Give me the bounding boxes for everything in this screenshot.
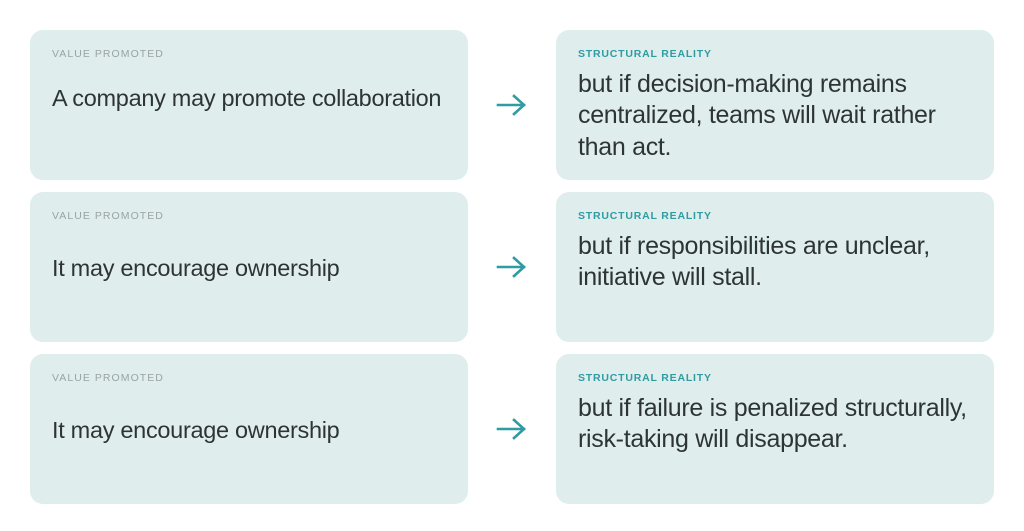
row-connector [468, 192, 556, 342]
row-connector [468, 30, 556, 180]
value-promoted-card[interactable]: VALUE PROMOTED A company may promote col… [30, 30, 468, 180]
structural-reality-text: but if failure is penalized structurally… [578, 393, 967, 454]
structural-reality-card[interactable]: STRUCTURAL REALITY but if failure is pen… [556, 354, 994, 504]
structural-reality-card[interactable]: STRUCTURAL REALITY but if decision-makin… [556, 30, 994, 180]
value-promoted-card[interactable]: VALUE PROMOTED It may encourage ownershi… [30, 192, 468, 342]
arrow-right-icon [492, 414, 532, 444]
value-promoted-text: It may encourage ownership [52, 254, 340, 281]
structural-reality-card[interactable]: STRUCTURAL REALITY but if responsibiliti… [556, 192, 994, 342]
structural-reality-label: STRUCTURAL REALITY [578, 372, 712, 384]
arrow-right-icon [492, 252, 532, 282]
comparison-row: VALUE PROMOTED It may encourage ownershi… [30, 192, 994, 342]
value-promoted-card[interactable]: VALUE PROMOTED It may encourage ownershi… [30, 354, 468, 504]
structural-reality-text: but if responsibilities are unclear, ini… [578, 231, 930, 292]
value-promoted-label: VALUE PROMOTED [52, 48, 164, 60]
value-promoted-text: A company may promote collaboration [52, 84, 442, 111]
value-promoted-label: VALUE PROMOTED [52, 372, 164, 384]
value-promoted-label: VALUE PROMOTED [52, 210, 164, 222]
comparison-row: VALUE PROMOTED A company may promote col… [30, 30, 994, 180]
value-promoted-text: It may encourage ownership [52, 416, 340, 443]
structural-reality-text: but if decision-making remains centraliz… [578, 69, 936, 162]
row-connector [468, 354, 556, 504]
structural-reality-label: STRUCTURAL REALITY [578, 210, 712, 222]
structural-reality-label: STRUCTURAL REALITY [578, 48, 712, 60]
comparison-row: VALUE PROMOTED It may encourage ownershi… [30, 354, 994, 504]
arrow-right-icon [492, 90, 532, 120]
